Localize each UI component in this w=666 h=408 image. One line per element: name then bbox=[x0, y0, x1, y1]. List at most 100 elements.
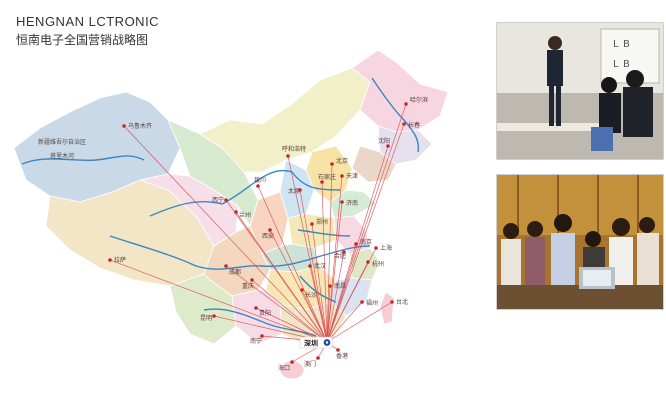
page-title-chinese: 恒南电子全国营销战略图 bbox=[16, 33, 149, 47]
city-marker-nanning bbox=[260, 334, 264, 338]
route-changsha bbox=[301, 289, 328, 343]
svg-text:L: L bbox=[613, 39, 619, 50]
river-tarim bbox=[21, 155, 145, 165]
route-beijing bbox=[326, 163, 333, 343]
route-harbin bbox=[326, 103, 407, 343]
route-taibei bbox=[326, 301, 393, 343]
page-title-english: HENGNAN LCTRONIC bbox=[16, 14, 160, 29]
city-label-macau: 澳门 bbox=[304, 360, 316, 368]
hq-label-background bbox=[299, 336, 333, 349]
city-marker-nanjing bbox=[354, 242, 358, 246]
svg-text:L: L bbox=[613, 59, 619, 70]
route-lanzhou bbox=[235, 211, 328, 343]
route-urumqi bbox=[123, 125, 328, 343]
city-label-nanjing: 南京 bbox=[360, 238, 372, 246]
city-label-kunming: 昆明 bbox=[200, 315, 212, 322]
route-nanjing bbox=[326, 243, 357, 343]
city-label-shenyang: 沈阳 bbox=[378, 137, 390, 145]
route-zhengzhou bbox=[311, 223, 328, 343]
city-marker-haikou bbox=[290, 360, 294, 364]
route-taiyuan bbox=[299, 189, 328, 343]
city-label-hangzhou: 杭州 bbox=[372, 260, 384, 268]
china-marketing-map: 哈尔滨长春沈阳乌鲁木齐呼和浩特北京天津石家庄太原济南银川西宁兰州西安郑州南京上海… bbox=[0, 40, 480, 408]
city-label-harbin: 哈尔滨 bbox=[410, 96, 428, 104]
city-marker-beijing bbox=[330, 162, 334, 166]
city-marker-xining bbox=[224, 198, 228, 202]
river-northeast bbox=[371, 77, 420, 153]
route-jinan bbox=[326, 201, 343, 343]
city-label-hongkong: 香港 bbox=[336, 352, 348, 360]
city-marker-hangzhou bbox=[366, 260, 370, 264]
river-huai bbox=[297, 229, 351, 237]
city-label-beijing: 北京 bbox=[336, 157, 348, 165]
city-marker-taibei bbox=[390, 300, 394, 304]
city-label-jinan: 济南 bbox=[346, 199, 358, 207]
route-hohhot bbox=[287, 155, 328, 343]
city-label-urumqi: 乌鲁木齐 bbox=[128, 122, 152, 130]
city-marker-jinan bbox=[340, 200, 344, 204]
route-changchun bbox=[326, 123, 405, 343]
city-label-haikou: 海口 bbox=[278, 364, 290, 372]
route-nanchang bbox=[326, 285, 331, 343]
route-chengdu bbox=[225, 265, 328, 343]
city-label-lhasa: 拉萨 bbox=[114, 256, 126, 264]
city-label-changsha: 长沙 bbox=[305, 291, 317, 299]
city-label-taiyuan: 太原 bbox=[288, 187, 300, 195]
city-marker-shijiazhuang bbox=[320, 180, 324, 184]
route-fuzhou bbox=[326, 301, 363, 343]
city-label-chengdu: 成都 bbox=[229, 268, 241, 276]
city-marker-tianjin bbox=[340, 174, 344, 178]
city-label-changchun: 长春 bbox=[408, 121, 420, 129]
city-marker-macau bbox=[316, 356, 320, 360]
city-marker-shanghai bbox=[374, 246, 378, 250]
route-chongqing bbox=[251, 279, 328, 343]
city-label-hefei: 合肥 bbox=[334, 252, 346, 260]
route-tianjin bbox=[326, 175, 343, 343]
city-marker-changchun bbox=[402, 122, 406, 126]
city-marker-nanchang bbox=[328, 284, 332, 288]
city-marker-hohhot bbox=[286, 154, 290, 158]
city-layer: 哈尔滨长春沈阳乌鲁木齐呼和浩特北京天津石家庄太原济南银川西宁兰州西安郑州南京上海… bbox=[108, 96, 428, 372]
route-shijiazhuang bbox=[321, 181, 328, 343]
province-qinghai bbox=[138, 173, 239, 247]
city-marker-changsha bbox=[300, 288, 304, 292]
route-layer bbox=[109, 103, 407, 363]
province-henan bbox=[287, 213, 337, 249]
route-hefei bbox=[326, 251, 345, 343]
city-marker-chengdu bbox=[224, 264, 228, 268]
svg-text:B: B bbox=[623, 59, 630, 70]
city-marker-wuhan bbox=[308, 264, 312, 268]
city-marker-zhengzhou bbox=[310, 222, 314, 226]
photo-team bbox=[496, 174, 664, 310]
river-pearl bbox=[203, 308, 317, 337]
route-yinchuan bbox=[257, 185, 328, 343]
city-marker-lanzhou bbox=[234, 210, 238, 214]
river-yellow bbox=[149, 169, 341, 217]
city-label-shijiazhuang: 石家庄 bbox=[318, 173, 336, 181]
city-marker-kunming bbox=[212, 314, 216, 318]
hq-marker-shenzhen: 深圳 bbox=[299, 336, 333, 349]
route-lhasa bbox=[109, 259, 328, 343]
city-label-zhengzhou: 郑州 bbox=[316, 218, 328, 226]
city-label-taibei: 台北 bbox=[396, 298, 408, 306]
city-marker-guiyang bbox=[254, 306, 258, 310]
route-wuhan bbox=[309, 265, 328, 343]
city-marker-urumqi bbox=[122, 124, 126, 128]
route-xian bbox=[269, 229, 328, 343]
city-marker-shenyang bbox=[386, 144, 390, 148]
region-label-xinjiang: 新疆维吾尔自治区 bbox=[38, 138, 86, 146]
city-marker-xian bbox=[268, 228, 272, 232]
province-taiwan bbox=[379, 291, 395, 325]
route-guiyang bbox=[255, 307, 328, 343]
city-marker-lhasa bbox=[108, 258, 112, 262]
hq-label-shenzhen: 深圳 bbox=[304, 339, 318, 348]
city-label-nanchang: 南昌 bbox=[334, 282, 346, 290]
city-label-xining: 西宁 bbox=[212, 196, 224, 204]
province-layer bbox=[13, 49, 449, 380]
route-hangzhou bbox=[326, 261, 369, 343]
city-label-lanzhou: 兰州 bbox=[239, 211, 251, 219]
city-marker-hongkong bbox=[336, 348, 340, 352]
city-marker-yinchuan bbox=[256, 184, 260, 188]
city-marker-harbin bbox=[404, 102, 408, 106]
province-heilongjiang bbox=[351, 49, 449, 133]
